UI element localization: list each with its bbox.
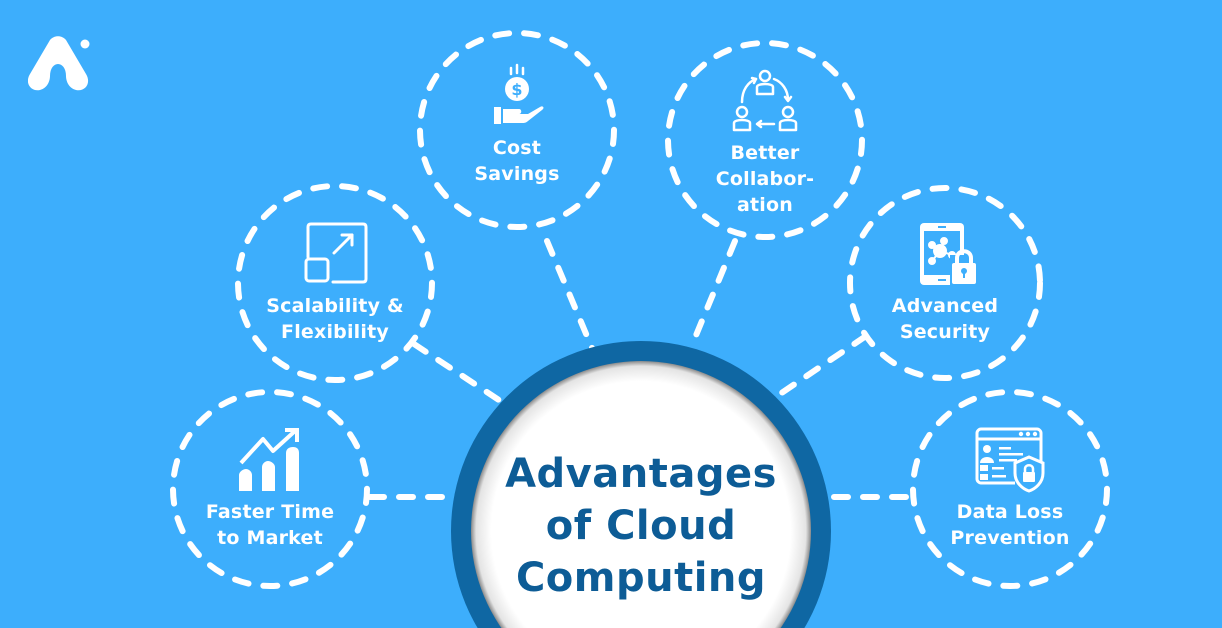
node-label: Advanced Security xyxy=(891,295,999,343)
node-label: Scalability & Flexibility xyxy=(266,295,404,343)
node-advanced-security: Advanced Security xyxy=(848,186,1042,380)
team-cycle-icon xyxy=(732,69,798,132)
center-title: Advantages of Cloud Computing xyxy=(505,451,777,601)
node-data-loss-prevention: Data Loss Prevention xyxy=(913,392,1107,586)
node-ring-faster-time xyxy=(170,389,370,589)
node-better-collaboration: Better Collabor- ation xyxy=(668,46,862,240)
connector-better-collaboration xyxy=(689,238,738,348)
node-label: Faster Time to Market xyxy=(205,501,335,549)
money-in-hand-icon: $ xyxy=(494,63,544,124)
node-ring-advanced-security xyxy=(847,185,1043,381)
resize-scale-icon xyxy=(304,222,368,284)
svg-text:$: $ xyxy=(511,80,522,99)
connector-advanced-security xyxy=(774,333,869,399)
center-fill xyxy=(471,361,811,628)
node-label: Data Loss Prevention xyxy=(950,501,1070,549)
node-scalability-flexibility: Scalability & Flexibility xyxy=(238,186,432,380)
node-ring-better-collaboration xyxy=(665,40,865,240)
node-ring-data-loss xyxy=(910,389,1110,589)
node-cost-savings: $ Cost Savings xyxy=(420,28,614,222)
connector-scalability xyxy=(411,341,505,405)
growth-chart-arrow-icon xyxy=(239,428,299,491)
brand-a-logo-icon xyxy=(28,36,90,91)
node-faster-time-to-market: Faster Time to Market xyxy=(173,392,367,586)
phone-lock-network-icon xyxy=(920,223,978,285)
connector-cost-savings xyxy=(544,238,595,351)
browser-profile-shield-icon xyxy=(975,427,1045,493)
node-label: Better Collabor- ation xyxy=(715,142,815,216)
node-ring-cost-savings xyxy=(417,30,617,230)
node-label: Cost Savings xyxy=(474,137,560,185)
node-ring-scalability xyxy=(235,183,435,383)
